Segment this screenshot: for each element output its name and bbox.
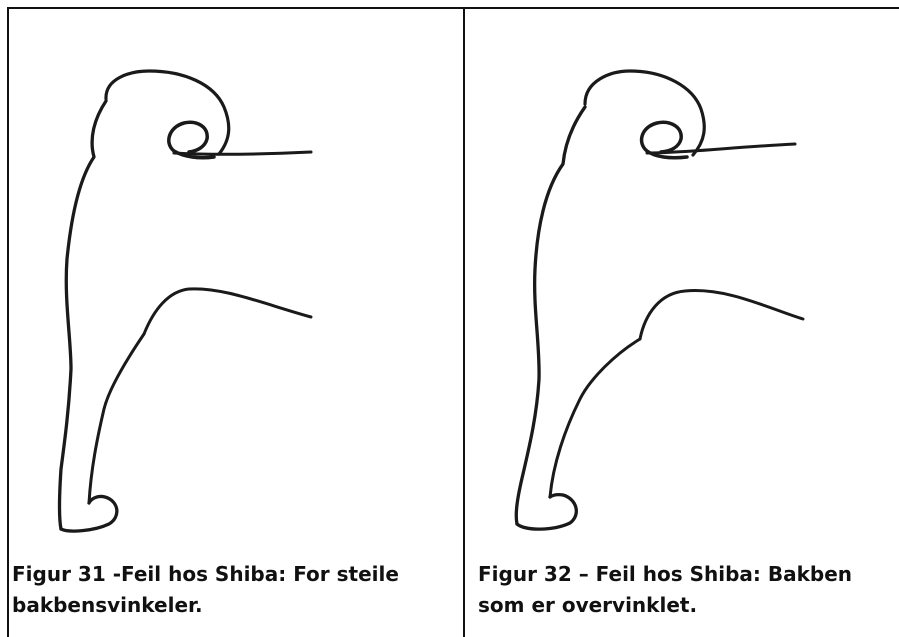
shiba-overangulated-hind-leg-sketch [465,9,899,549]
figure-31-caption: Figur 31 -Feil hos Shiba: For steile bak… [9,559,463,621]
shiba-steep-hind-angle-sketch [9,9,463,549]
figure-32-cell: Figur 32 – Feil hos Shiba: Bakben som er… [465,9,899,637]
figure-31-cell: Figur 31 -Feil hos Shiba: For steile bak… [9,9,463,637]
figure-32-caption: Figur 32 – Feil hos Shiba: Bakben som er… [465,559,899,621]
